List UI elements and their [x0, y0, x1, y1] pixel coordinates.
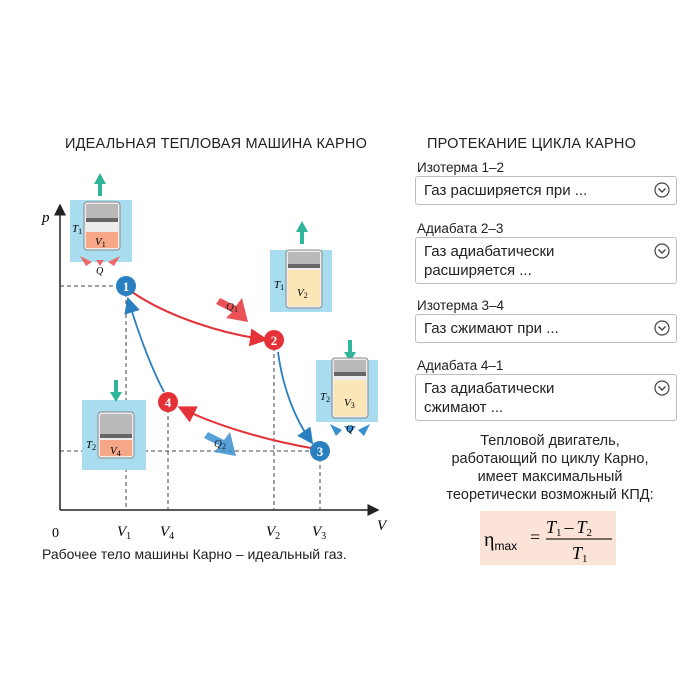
cycle-title: ПРОТЕКАНИЕ ЦИКЛА КАРНО: [427, 136, 637, 152]
svg-text:V1: V1: [95, 236, 106, 249]
v3-label: V3: [312, 524, 326, 542]
heat-out-arrow: Q2: [204, 432, 236, 456]
v1-label: V1: [117, 524, 131, 542]
adiabat-4-1: [124, 296, 165, 393]
answer-dropdown-4[interactable]: Газ адиабатически сжимают ...: [415, 374, 677, 421]
question-label-4: Адиабата 4–1: [417, 358, 504, 373]
svg-text:T1: T1: [72, 223, 82, 236]
v2-label: V2: [266, 524, 280, 542]
efficiency-formula-box: [480, 511, 616, 565]
v4-label: V4: [160, 524, 174, 542]
svg-text:V3: V3: [344, 397, 355, 410]
answer-dropdown-3[interactable]: Газ сжимают при ...: [415, 314, 677, 343]
isotherm-1-2: [131, 291, 268, 347]
answer-text-4a: Газ адиабатически: [424, 380, 555, 397]
formula-numerator: T1–T2: [546, 517, 592, 539]
chevron-down-icon: [654, 182, 670, 198]
answer-text-2a: Газ адиабатически: [424, 243, 555, 260]
adiabat-2-3: [277, 351, 314, 445]
isotherm-3-4: [177, 406, 312, 449]
question-label-1: Изотерма 1–2: [417, 160, 505, 175]
v-axis-label: V: [377, 518, 388, 534]
svg-text:V2: V2: [297, 287, 308, 300]
svg-text:3: 3: [317, 444, 324, 459]
answer-text-1: Газ расширяется при ...: [424, 182, 588, 199]
svg-text:4: 4: [165, 395, 172, 410]
chevron-down-icon: [654, 380, 670, 396]
svg-text:Q: Q: [96, 266, 104, 277]
svg-text:Q2: Q2: [214, 438, 226, 451]
svg-text:Q: Q: [346, 424, 354, 435]
answer-dropdown-1[interactable]: Газ расширяется при ...: [415, 176, 677, 205]
answer-text-2b: расширяется ...: [424, 262, 532, 279]
efficiency-formula: ηmax = T1–T2 T1: [484, 517, 612, 565]
chevron-down-icon: [654, 320, 670, 336]
svg-text:Q1: Q1: [226, 301, 238, 314]
state-point-2: 2: [264, 330, 284, 350]
v-tick-labels: V1 V4 V2 V3: [117, 524, 326, 542]
piston-state-1: T1 V1 Q: [70, 173, 132, 277]
piston-state-4: T2 V4: [82, 380, 146, 470]
formula-equals: =: [530, 527, 540, 547]
guide-lines: [60, 285, 321, 510]
p-axis-label: p: [41, 210, 50, 226]
answer-text-3: Газ сжимают при ...: [424, 320, 559, 337]
svg-text:1: 1: [123, 279, 130, 294]
question-label-3: Изотерма 3–4: [417, 298, 505, 313]
svg-text:T1: T1: [274, 279, 284, 292]
svg-text:V4: V4: [110, 445, 121, 458]
answer-text-4b: сжимают ...: [424, 399, 504, 416]
answer-dropdown-2[interactable]: Газ адиабатически расширяется ...: [415, 237, 677, 284]
origin-label: 0: [52, 526, 59, 541]
svg-text:T2: T2: [86, 439, 96, 452]
piston-state-3: T2 V3 Q: [316, 340, 378, 436]
state-point-4: 4: [158, 392, 178, 412]
heat-in-arrow: Q1: [216, 298, 248, 322]
chevron-down-icon: [654, 243, 670, 259]
state-point-3: 3: [310, 441, 330, 461]
formula-denominator: T1: [572, 543, 588, 565]
svg-text:T2: T2: [320, 391, 330, 404]
conclusion-text: Тепловой двигатель, работающий по циклу …: [446, 433, 654, 503]
question-label-2: Адиабата 2–3: [417, 221, 504, 236]
state-point-1: 1: [116, 276, 136, 296]
formula-lhs: ηmax: [484, 529, 517, 553]
diagram-title: ИДЕАЛЬНАЯ ТЕПЛОВАЯ МАШИНА КАРНО: [65, 136, 368, 152]
piston-state-2: T1 V2: [270, 221, 332, 312]
svg-text:2: 2: [271, 333, 278, 348]
diagram-caption: Рабочее тело машины Карно – идеальный га…: [42, 546, 347, 562]
